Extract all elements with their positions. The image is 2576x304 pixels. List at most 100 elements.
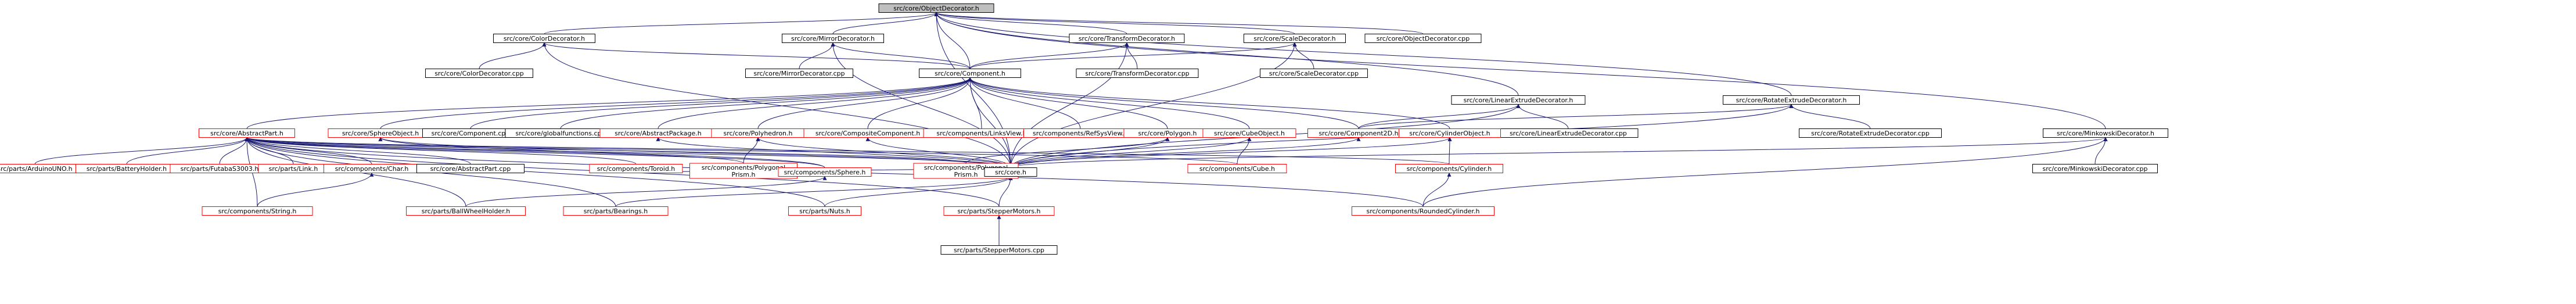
edge-bearings-to-coreh: [615, 176, 1013, 207]
node-bearings[interactable]: src/parts/Bearings.h: [563, 206, 669, 216]
edge-coreh-to-abspart: [245, 137, 1011, 168]
edge-nuts-to-coreh: [824, 176, 1013, 207]
edge-comp2d-to-linextdec: [1358, 103, 1521, 129]
node-objcpp-box: [1364, 34, 1482, 43]
node-arduino[interactable]: src/parts/ArduinoUNO.h: [0, 164, 83, 173]
node-abspartcpp-label: src/core/AbstractPart.cpp: [430, 165, 511, 173]
edge-colorcpp-to-colordec: [479, 42, 547, 69]
edge-component-to-objdec: [934, 12, 971, 69]
node-string-box: [202, 206, 313, 216]
node-coreh[interactable]: src/core.h: [984, 167, 1037, 177]
edge-char-to-abspart: [245, 137, 372, 164]
node-rotextdec-box: [1723, 95, 1860, 105]
node-comp2d[interactable]: src/core/Component2D.h: [1307, 128, 1410, 138]
node-minkcpp[interactable]: src/core/MinkowskiDecorator.cpp: [2032, 164, 2158, 173]
node-cube[interactable]: src/components/Cube.h: [1187, 164, 1287, 173]
node-roundcyl[interactable]: src/components/RoundedCylinder.h: [1352, 206, 1494, 216]
node-refsys-label: src/components/RefSysView.h: [1033, 130, 1128, 137]
node-ballwheel-box: [406, 206, 526, 216]
node-polyhedron[interactable]: src/core/Polyhedron.h: [711, 128, 805, 138]
node-sphere-box: [778, 167, 872, 177]
node-rotextcpp[interactable]: src/core/RotateExtrudeDecorator.cpp: [1799, 128, 1942, 138]
node-objdec[interactable]: src/core/ObjectDecorator.h: [878, 3, 994, 13]
node-scalecpp[interactable]: src/core/ScaleDecorator.cpp: [1260, 69, 1368, 78]
edge-string-to-char: [257, 172, 374, 207]
node-linextcpp[interactable]: src/core/LinearExtrudeDecorator.cpp: [1498, 128, 1639, 138]
node-linextdec-box: [1451, 95, 1586, 105]
edge-colordec-to-objdec: [544, 12, 939, 34]
node-transcpp[interactable]: src/core/TransformDecorator.cpp: [1076, 69, 1199, 78]
node-colorcpp-box: [425, 69, 533, 78]
node-linksview[interactable]: src/components/LinksView.h: [923, 128, 1040, 138]
node-battery-label: src/parts/BatteryHolder.h: [87, 165, 167, 173]
node-component-label: src/core/Component.h: [935, 70, 1005, 77]
node-compositec[interactable]: src/core/CompositeComponent.h: [803, 128, 932, 138]
edge-mirrordec-to-objdec: [832, 12, 939, 34]
node-link-label: src/parts/Link.h: [269, 165, 318, 173]
node-toroid[interactable]: src/components/Toroid.h: [589, 164, 683, 173]
node-nuts[interactable]: src/parts/Nuts.h: [788, 206, 861, 216]
node-cubeobj[interactable]: src/core/CubeObject.h: [1202, 128, 1296, 138]
node-toroid-label: src/components/Toroid.h: [597, 165, 676, 173]
node-colordec[interactable]: src/core/ColorDecorator.h: [493, 34, 595, 43]
node-link[interactable]: src/parts/Link.h: [258, 164, 329, 173]
node-cylinder-box: [1395, 164, 1503, 173]
node-mirrorcpp-box: [745, 69, 853, 78]
edge-coreh-to-colordec: [542, 42, 1011, 168]
node-globalfn[interactable]: src/core/globalfunctions.cpp: [505, 128, 616, 138]
node-colorcpp[interactable]: src/core/ColorDecorator.cpp: [425, 69, 533, 78]
node-transcpp-label: src/core/TransformDecorator.cpp: [1085, 70, 1189, 77]
node-char[interactable]: src/components/Char.h: [324, 164, 420, 173]
node-abspartcpp[interactable]: src/core/AbstractPart.cpp: [416, 164, 524, 173]
node-sphereobj[interactable]: src/core/SphereObject.h: [328, 128, 433, 138]
edge-coreh-to-polyhedron: [756, 137, 1011, 168]
node-ballwheel[interactable]: src/parts/BallWheelHolder.h: [406, 206, 526, 216]
edge-scalecpp-to-scaledec: [1292, 42, 1314, 69]
node-scaledec[interactable]: src/core/ScaleDecorator.h: [1244, 34, 1346, 43]
edge-polyhedron-to-component: [757, 77, 972, 129]
edge-cylinder-to-cylobj: [1447, 137, 1452, 164]
node-stepper[interactable]: src/parts/StepperMotors.h: [943, 206, 1055, 216]
node-cylobj[interactable]: src/core/CylinderObject.h: [1399, 128, 1501, 138]
edge-linextcpp-to-linextdec: [1516, 103, 1569, 129]
edge-ballwheel-to-sphere: [465, 176, 827, 207]
edge-abspart-to-component: [246, 77, 972, 129]
node-linextdec-label: src/core/LinearExtrudeDecorator.h: [1464, 96, 1573, 104]
edge-cylinder-to-abspart: [245, 137, 1450, 164]
node-rotextcpp-label: src/core/RotateExtrudeDecorator.cpp: [1811, 130, 1930, 137]
node-steppercpp-box: [940, 245, 1058, 255]
edge-component-to-colordec: [542, 42, 971, 69]
node-sphere[interactable]: src/components/Sphere.h: [778, 167, 872, 177]
edge-comp2d-to-component: [968, 77, 1359, 129]
node-objcpp[interactable]: src/core/ObjectDecorator.cpp: [1364, 34, 1482, 43]
node-bearings-label: src/parts/Bearings.h: [584, 208, 648, 215]
node-roundcyl-label: src/components/RoundedCylinder.h: [1367, 208, 1480, 215]
node-steppercpp[interactable]: src/parts/StepperMotors.cpp: [940, 245, 1058, 255]
node-mirrorcpp[interactable]: src/core/MirrorDecorator.cpp: [745, 69, 853, 78]
node-mirrordec[interactable]: src/core/MirrorDecorator.h: [782, 34, 884, 43]
node-compcpp[interactable]: src/core/Component.cpp: [422, 128, 519, 138]
node-minkdec[interactable]: src/core/MinkowskiDecorator.h: [2043, 128, 2168, 138]
node-cylinder[interactable]: src/components/Cylinder.h: [1395, 164, 1503, 173]
node-linextdec[interactable]: src/core/LinearExtrudeDecorator.h: [1451, 95, 1586, 105]
node-component[interactable]: src/core/Component.h: [919, 69, 1021, 78]
node-polygon[interactable]: src/core/Polygon.h: [1123, 128, 1212, 138]
node-transdec[interactable]: src/core/TransformDecorator.h: [1069, 34, 1185, 43]
edge-scaledec-to-objdec: [934, 12, 1295, 34]
edge-battery-to-abspart: [126, 137, 249, 164]
node-globalfn-label: src/core/globalfunctions.cpp: [515, 130, 605, 137]
node-mirrorcpp-label: src/core/MirrorDecorator.cpp: [753, 70, 845, 77]
node-abspart[interactable]: src/core/AbstractPart.h: [199, 128, 295, 138]
edge-coreh-to-transdec: [1010, 42, 1129, 168]
node-abspkg[interactable]: src/core/AbstractPackage.h: [599, 128, 717, 138]
node-transdec-label: src/core/TransformDecorator.h: [1079, 35, 1175, 42]
node-string[interactable]: src/components/String.h: [202, 206, 313, 216]
node-refsys[interactable]: src/components/RefSysView.h: [1023, 128, 1137, 138]
node-futaba[interactable]: src/parts/FutabaS3003.h: [170, 164, 270, 173]
node-rotextdec[interactable]: src/core/RotateExtrudeDecorator.h: [1723, 95, 1860, 105]
node-objdec-box: [878, 3, 994, 13]
node-mirrordec-box: [782, 34, 884, 43]
node-battery[interactable]: src/parts/BatteryHolder.h: [76, 164, 178, 173]
node-cube-box: [1187, 164, 1287, 173]
